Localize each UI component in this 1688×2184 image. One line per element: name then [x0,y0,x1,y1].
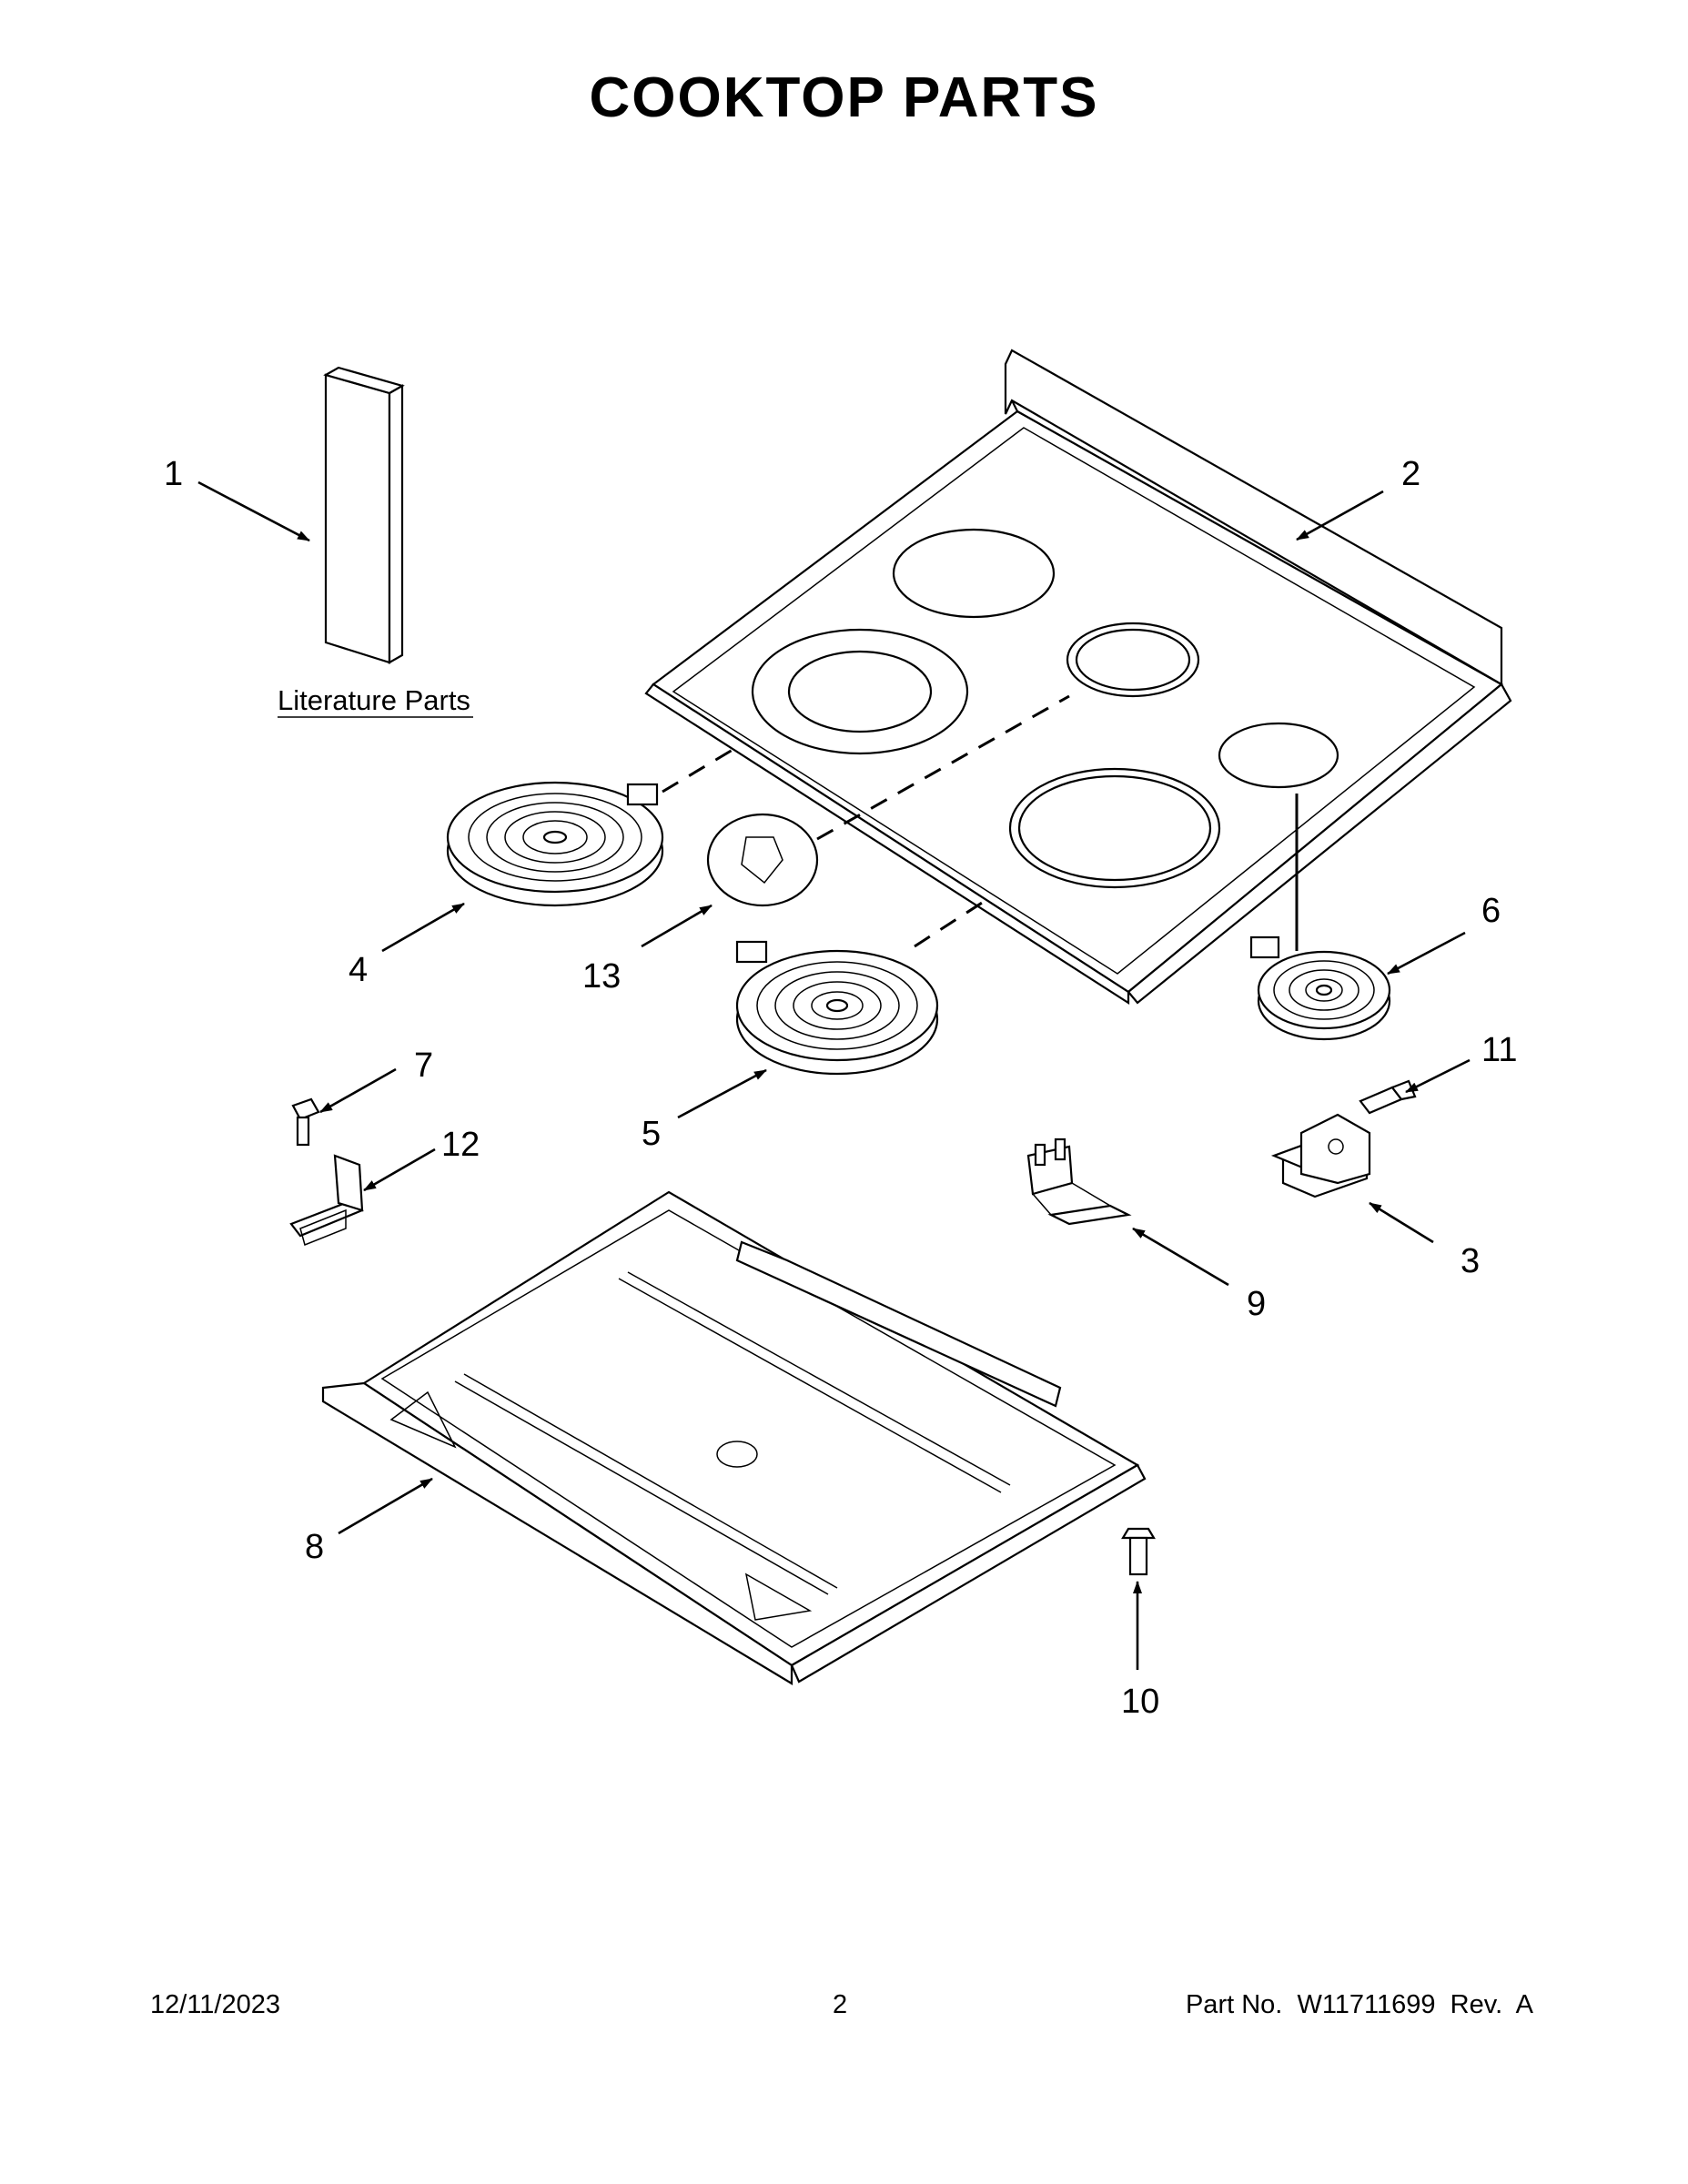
page-title: COOKTOP PARTS [589,66,1099,129]
callout-12: 12 [441,1126,480,1164]
callout-5: 5 [642,1115,661,1153]
literature-booklet [323,366,405,664]
leader-arrow-4 [381,902,465,953]
leader-arrow-7 [319,1067,397,1114]
callout-7: 7 [414,1046,433,1085]
callout-6: 6 [1481,892,1501,930]
burner-ring-back-left [892,528,1056,619]
radiant-element-front [735,940,939,1076]
radiant-element-large-left [446,781,664,907]
footer-part-number: Part No. W11711699 Rev. A [1185,1990,1533,2019]
leader-arrow-8 [338,1477,433,1535]
leader-arrow-9 [1132,1227,1229,1287]
callout-9: 9 [1247,1285,1266,1323]
cooktop-main-top [644,349,1512,1006]
callout-4: 4 [349,951,368,989]
screw-10 [1121,1527,1156,1576]
burner-ring-front-right-inner [1017,774,1212,882]
burner-ring-right [1218,722,1339,789]
leader-arrow-3 [1369,1201,1434,1244]
bracket-3 [1270,1113,1371,1198]
burner-ring-back-right-inner [1075,628,1191,692]
leader-arrow-13 [641,904,713,948]
callout-8: 8 [305,1528,324,1566]
screw-7 [291,1097,320,1147]
footer-date: 12/11/2023 [150,1990,280,2019]
footer-page-number: 2 [833,1990,848,2019]
leader-arrow-5 [677,1068,767,1119]
leader-arrow-11 [1405,1058,1471,1094]
burner-box-8 [321,1190,1147,1685]
callout-1: 1 [164,455,183,493]
bracket-12 [289,1154,364,1247]
leader-arrow-6 [1387,931,1466,976]
screw-11 [1359,1079,1417,1115]
alignment-line-4 [662,743,743,794]
alignment-line-13 [816,694,1070,841]
leader-arrow-12 [363,1148,436,1192]
leader-arrow-2 [1296,490,1384,541]
callout-13: 13 [582,957,621,996]
burner-ring-front-left-inner [787,650,933,733]
leader-arrow-1 [197,480,310,542]
alignment-line-5 [914,895,993,948]
clip-9 [1026,1138,1132,1226]
callout-11: 11 [1481,1031,1517,1069]
callout-3: 3 [1461,1242,1480,1280]
insulation-disk [706,813,819,907]
callout-2: 2 [1401,455,1420,493]
callout-10: 10 [1121,1683,1159,1721]
radiant-element-small-right [1249,935,1391,1041]
literature-parts-label: Literature Parts [278,684,470,716]
